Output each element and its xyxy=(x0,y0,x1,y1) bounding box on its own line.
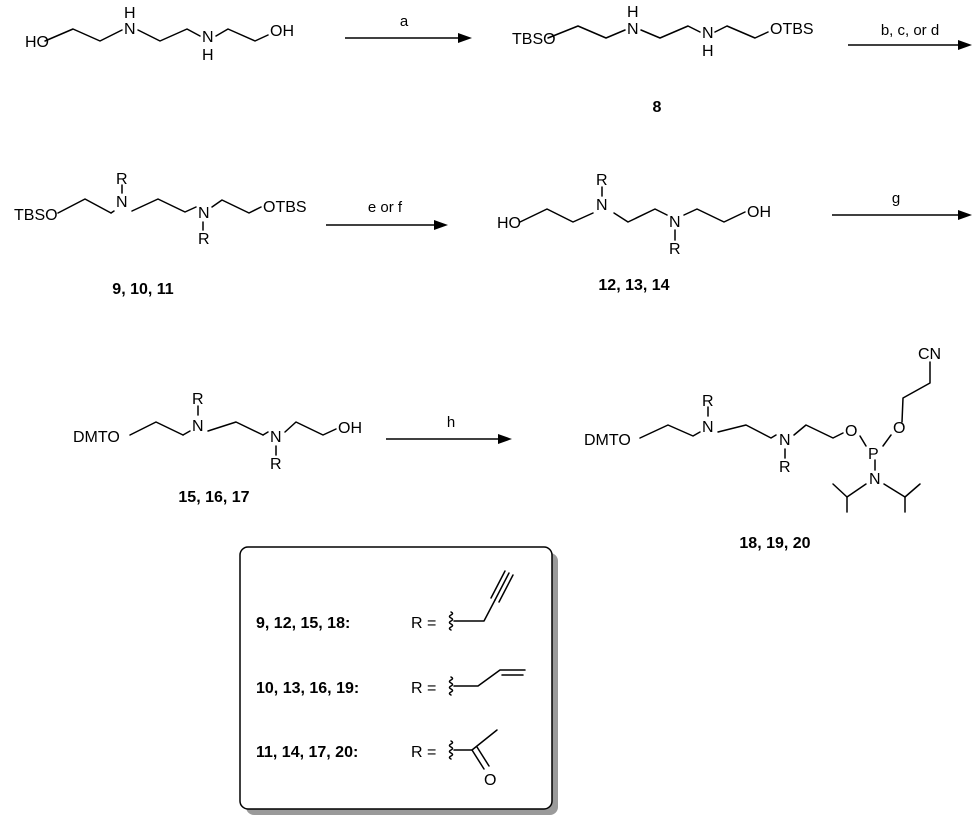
amine-n-label: N xyxy=(270,429,282,446)
amine-n-label: N xyxy=(702,419,714,436)
silyl-ether-label: TBSO xyxy=(14,207,58,224)
compound-15-16-17: DMTO N R N R OH 15, 16, 17 xyxy=(73,391,362,506)
arrow-condition-label: g xyxy=(892,190,900,207)
r-group-label: R xyxy=(596,172,608,189)
r-group-legend: 9, 12, 15, 18: R = 10, 13, 16, 19: R = 1… xyxy=(239,546,558,815)
legend-r-equals: R = xyxy=(411,744,436,761)
compound-number: 15, 16, 17 xyxy=(178,489,249,506)
legend-row-acetyl: 11, 14, 17, 20: R = O xyxy=(256,729,498,789)
arrow-condition-label: e or f xyxy=(368,199,403,216)
hydroxyl-label: OH xyxy=(270,23,294,40)
reaction-arrow-h: h xyxy=(386,414,512,444)
compound-number: 12, 13, 14 xyxy=(598,277,669,294)
legend-row-butenyl: 10, 13, 16, 19: R = xyxy=(256,669,526,697)
hydroxyl-label: HO xyxy=(25,34,49,51)
amine-n-label: N xyxy=(669,214,681,231)
arrow-condition-label: h xyxy=(447,414,455,431)
phosphite-oxygen-label: O xyxy=(893,420,905,437)
silyl-ether-label: OTBS xyxy=(263,199,307,216)
compound-number: 18, 19, 20 xyxy=(739,535,810,552)
amine-n-label: N xyxy=(779,432,791,449)
arrow-condition-label: b, c, or d xyxy=(881,22,939,39)
hydroxyl-label: HO xyxy=(497,215,521,232)
compound-number: 9, 10, 11 xyxy=(112,281,173,298)
legend-r-equals: R = xyxy=(411,615,436,632)
r-group-label: R xyxy=(192,391,204,408)
hydroxyl-label: OH xyxy=(338,420,362,437)
amine-n-label: N xyxy=(702,25,714,42)
r-group-label: R xyxy=(270,456,282,473)
amine-n-label: N xyxy=(198,205,210,222)
legend-compound-label: 9, 12, 15, 18: xyxy=(256,615,350,632)
compound-number: 8 xyxy=(653,99,662,116)
nitrile-label: CN xyxy=(918,346,941,363)
amine-n-label: N xyxy=(202,29,214,46)
dmt-ether-label: DMTO xyxy=(584,432,631,449)
r-group-label: R xyxy=(116,171,128,188)
compound-9-10-11: TBSO N R N R OTBS 9, 10, 11 xyxy=(14,171,307,298)
r-group-label: R xyxy=(198,231,210,248)
r-group-label: R xyxy=(702,393,714,410)
reaction-arrow-g: g xyxy=(832,190,972,220)
amine-h-label: H xyxy=(202,47,214,64)
compound-12-13-14: HO N R N R OH 12, 13, 14 xyxy=(497,172,771,294)
amine-h-label: H xyxy=(124,5,136,22)
amine-n-label: N xyxy=(627,21,639,38)
amine-n-label: N xyxy=(192,418,204,435)
amine-n-label: N xyxy=(869,471,881,488)
reaction-arrow-bcd: b, c, or d xyxy=(848,22,972,50)
legend-r-equals: R = xyxy=(411,680,436,697)
reaction-arrow-ef: e or f xyxy=(326,199,448,230)
legend-compound-label: 10, 13, 16, 19: xyxy=(256,680,359,697)
amine-n-label: N xyxy=(596,197,608,214)
legend-compound-label: 11, 14, 17, 20: xyxy=(256,744,358,761)
phosphite-oxygen-label: O xyxy=(845,423,857,440)
amine-n-label: N xyxy=(124,21,136,38)
r-group-label: R xyxy=(669,241,681,258)
carbonyl-oxygen-label: O xyxy=(484,772,496,789)
arrow-condition-label: a xyxy=(400,13,409,30)
silyl-ether-label: OTBS xyxy=(770,21,814,38)
legend-row-butynyl: 9, 12, 15, 18: R = xyxy=(256,570,514,632)
amine-n-label: N xyxy=(116,194,128,211)
compound-8: TBSO N H N H OTBS 8 xyxy=(512,4,814,116)
amine-h-label: H xyxy=(627,4,639,21)
compound-18-19-20: DMTO N R N R O P O CN N 18, 19, 20 xyxy=(584,346,941,552)
hydroxyl-label: OH xyxy=(747,204,771,221)
r-group-label: R xyxy=(779,459,791,476)
amine-h-label: H xyxy=(702,43,714,60)
phosphorus-label: P xyxy=(868,446,879,463)
dmt-ether-label: DMTO xyxy=(73,429,120,446)
starting-material: HO N H N H OH xyxy=(25,5,294,64)
reaction-arrow-a: a xyxy=(345,13,472,43)
silyl-ether-label: TBSO xyxy=(512,31,556,48)
